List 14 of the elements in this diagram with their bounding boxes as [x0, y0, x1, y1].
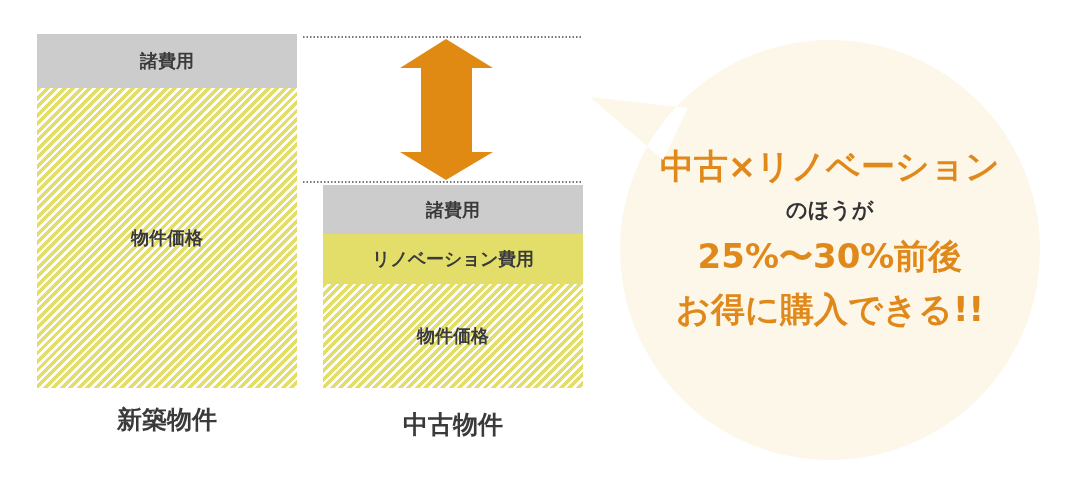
bar-caption: 新築物件 — [117, 405, 217, 435]
bar-caption: 中古物件 — [403, 410, 503, 440]
cost-bar-segment — [37, 34, 297, 88]
segment-label: 諸費用 — [140, 50, 194, 72]
headline-text: 中古×リノベーション — [659, 145, 1001, 188]
cost-bar-segment — [323, 185, 583, 234]
renovation-bar-segment — [323, 234, 583, 284]
closing-text: お得に購入できる!! — [676, 288, 984, 331]
segment-label: 諸費用 — [426, 198, 480, 221]
lead-text: のほうが — [786, 197, 874, 224]
price-bar-segment — [37, 88, 297, 388]
segment-label: リノベーション費用 — [372, 248, 534, 270]
percentage-text: 25%〜30%前後 — [697, 235, 963, 278]
price-bar-segment — [323, 284, 583, 388]
